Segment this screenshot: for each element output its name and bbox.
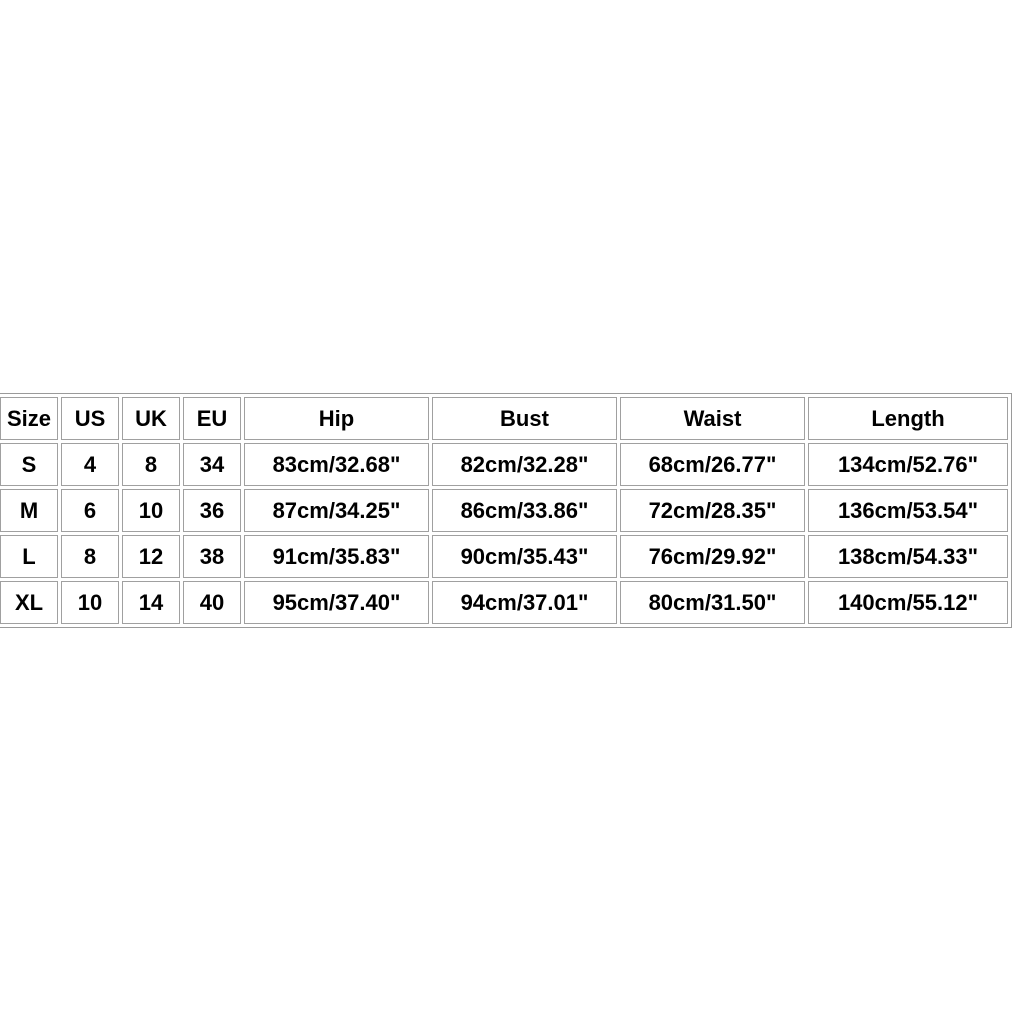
cell-size: L xyxy=(0,535,58,578)
cell-uk: 8 xyxy=(122,443,180,486)
cell-size: XL xyxy=(0,581,58,624)
cell-length: 134cm/52.76" xyxy=(808,443,1008,486)
cell-waist: 80cm/31.50" xyxy=(620,581,805,624)
cell-us: 6 xyxy=(61,489,119,532)
cell-bust: 90cm/35.43" xyxy=(432,535,617,578)
cell-waist: 76cm/29.92" xyxy=(620,535,805,578)
cell-hip: 95cm/37.40" xyxy=(244,581,429,624)
header-bust: Bust xyxy=(432,397,617,440)
cell-length: 138cm/54.33" xyxy=(808,535,1008,578)
cell-size: S xyxy=(0,443,58,486)
cell-us: 4 xyxy=(61,443,119,486)
table-row: XL 10 14 40 95cm/37.40" 94cm/37.01" 80cm… xyxy=(0,581,1008,624)
cell-bust: 86cm/33.86" xyxy=(432,489,617,532)
header-waist: Waist xyxy=(620,397,805,440)
cell-hip: 87cm/34.25" xyxy=(244,489,429,532)
cell-waist: 68cm/26.77" xyxy=(620,443,805,486)
cell-eu: 40 xyxy=(183,581,241,624)
cell-eu: 34 xyxy=(183,443,241,486)
header-length: Length xyxy=(808,397,1008,440)
header-eu: EU xyxy=(183,397,241,440)
cell-eu: 36 xyxy=(183,489,241,532)
cell-us: 10 xyxy=(61,581,119,624)
cell-us: 8 xyxy=(61,535,119,578)
cell-bust: 94cm/37.01" xyxy=(432,581,617,624)
size-chart-table: Size US UK EU Hip Bust Waist Length S 4 … xyxy=(0,393,1012,628)
table-row: L 8 12 38 91cm/35.83" 90cm/35.43" 76cm/2… xyxy=(0,535,1008,578)
cell-uk: 12 xyxy=(122,535,180,578)
header-uk: UK xyxy=(122,397,180,440)
cell-uk: 14 xyxy=(122,581,180,624)
header-us: US xyxy=(61,397,119,440)
header-hip: Hip xyxy=(244,397,429,440)
cell-length: 140cm/55.12" xyxy=(808,581,1008,624)
cell-hip: 91cm/35.83" xyxy=(244,535,429,578)
cell-eu: 38 xyxy=(183,535,241,578)
cell-size: M xyxy=(0,489,58,532)
cell-uk: 10 xyxy=(122,489,180,532)
table-row: S 4 8 34 83cm/32.68" 82cm/32.28" 68cm/26… xyxy=(0,443,1008,486)
cell-length: 136cm/53.54" xyxy=(808,489,1008,532)
table-row: M 6 10 36 87cm/34.25" 86cm/33.86" 72cm/2… xyxy=(0,489,1008,532)
header-size: Size xyxy=(0,397,58,440)
cell-bust: 82cm/32.28" xyxy=(432,443,617,486)
cell-hip: 83cm/32.68" xyxy=(244,443,429,486)
table-header-row: Size US UK EU Hip Bust Waist Length xyxy=(0,397,1008,440)
cell-waist: 72cm/28.35" xyxy=(620,489,805,532)
